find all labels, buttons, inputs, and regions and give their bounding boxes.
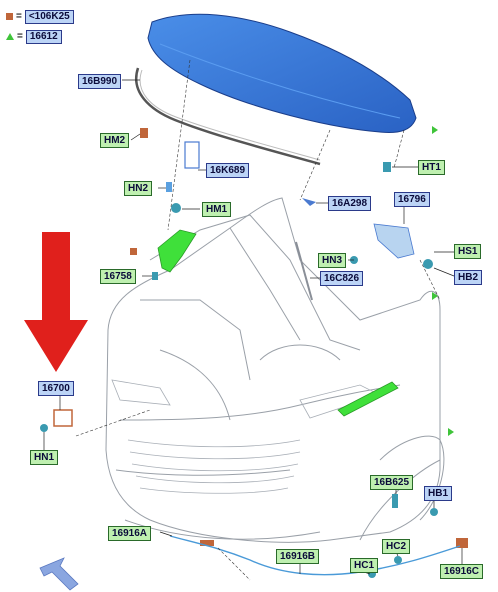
label-hn2: HN2 <box>124 181 153 196</box>
label-hc2: HC2 <box>382 539 411 554</box>
hood-latch-bracket-part <box>157 229 197 273</box>
release-cable <box>169 535 461 576</box>
prop-rod <box>295 241 313 301</box>
clip-hn1 <box>40 424 48 432</box>
part-16a298 <box>302 198 316 206</box>
clip-ht1 <box>383 162 391 172</box>
grille <box>127 439 301 494</box>
label-hs1: HS1 <box>454 244 482 259</box>
label-hn3: HN3 <box>318 253 347 268</box>
car-body <box>105 197 445 543</box>
triangle-marker-fender <box>448 428 454 436</box>
clip-hc2 <box>394 556 402 564</box>
label-hc1: HC1 <box>350 558 379 573</box>
label-hm2: HM2 <box>100 133 130 148</box>
bracket-16k689 <box>184 141 200 169</box>
label-16k689: 16K689 <box>206 163 250 178</box>
label-16758: 16758 <box>100 269 136 284</box>
legend-code-triangle: 16612 <box>25 30 62 44</box>
cable-end-16916a <box>200 540 214 546</box>
label-hm1: HM1 <box>202 202 232 217</box>
blue-diagonal-arrow-icon <box>39 557 79 591</box>
label-16c826: 16C826 <box>320 271 364 286</box>
label-16b625: 16B625 <box>370 475 414 490</box>
legend-equals: = <box>16 11 22 22</box>
hood-seal <box>135 67 321 166</box>
label-16796: 16796 <box>394 192 430 207</box>
triangle-marker-hood <box>432 126 438 134</box>
dashed-lines <box>75 59 441 581</box>
legend-entry-triangle: =16612 <box>6 30 62 44</box>
legend-equals: = <box>17 31 23 42</box>
latch-16700 <box>53 409 73 427</box>
label-16916c: 16916C <box>440 564 484 579</box>
legend-entry-square: =<106K25 <box>6 10 74 24</box>
clip-16758 <box>152 272 158 280</box>
label-hb2: HB2 <box>454 270 483 285</box>
label-16b990: 16B990 <box>78 74 122 89</box>
headlight-left <box>111 379 171 406</box>
clip-hm1 <box>171 203 181 213</box>
red-down-arrow-icon <box>24 232 88 372</box>
clip-16b625 <box>392 494 398 508</box>
label-hb1: HB1 <box>424 486 453 501</box>
legend-code-square: <106K25 <box>24 10 74 24</box>
square-marker-bracket <box>130 248 137 255</box>
label-16700: 16700 <box>38 381 74 396</box>
square-legend-icon <box>6 12 13 20</box>
hood-panel <box>147 13 417 133</box>
hood-seal-strip-part <box>337 381 399 417</box>
label-16916a: 16916A <box>108 526 152 541</box>
leader-lines <box>43 79 463 575</box>
label-16a298: 16A298 <box>328 196 372 211</box>
clip-hn2 <box>166 182 172 192</box>
triangle-marker-rear <box>432 292 438 300</box>
label-ht1: HT1 <box>418 160 445 175</box>
cable-end-16916c <box>456 538 468 548</box>
label-16916b: 16916B <box>276 549 320 564</box>
clip-hs1 <box>423 259 433 269</box>
clip-hm2 <box>140 128 148 138</box>
label-hn1: HN1 <box>30 450 59 465</box>
hinge-16796 <box>373 223 415 259</box>
triangle-legend-icon <box>6 32 14 40</box>
clip-hb1 <box>430 508 438 516</box>
